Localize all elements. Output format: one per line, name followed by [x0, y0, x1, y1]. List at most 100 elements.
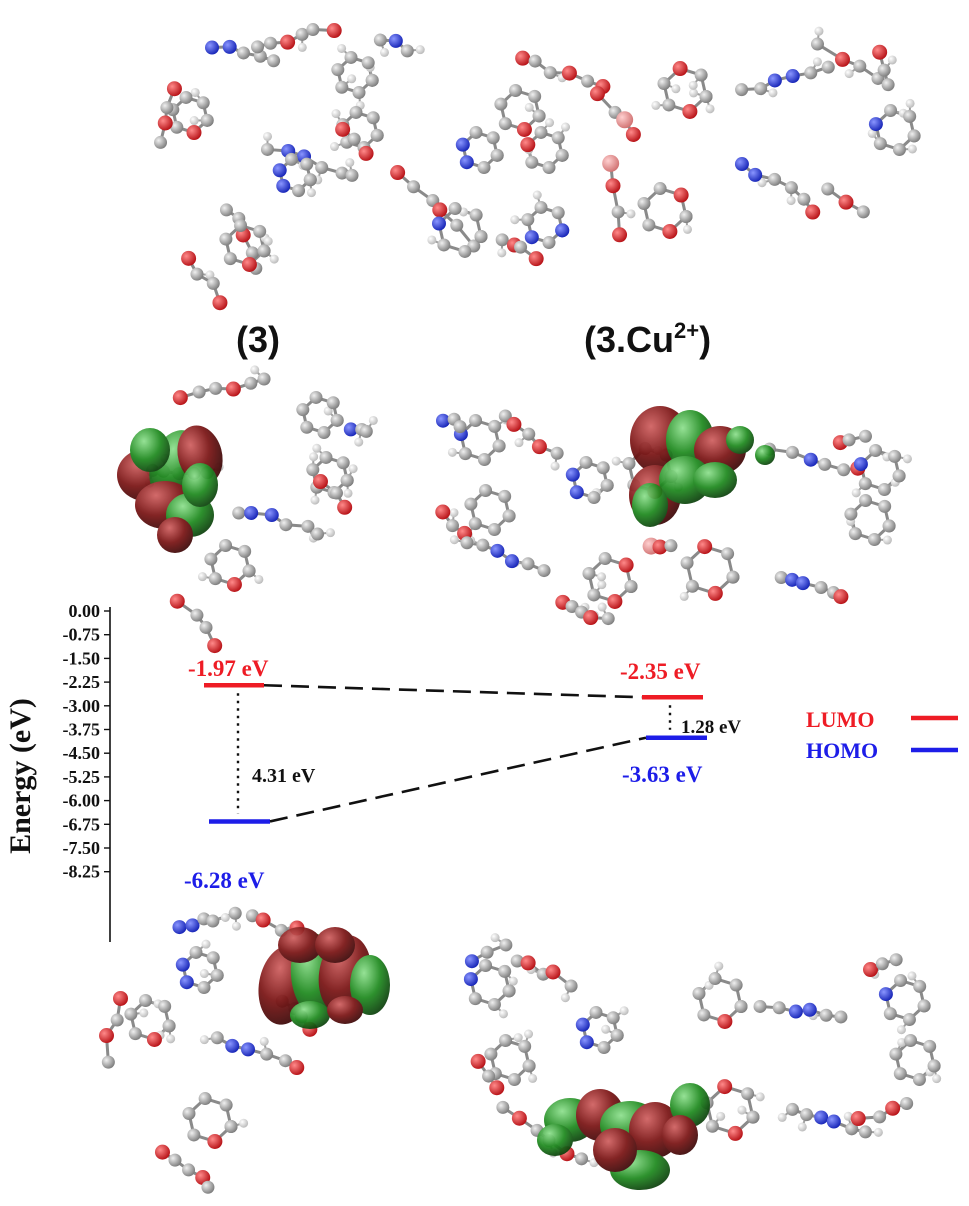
oxygen-atom [489, 1080, 505, 1096]
carbon-atom [856, 205, 870, 219]
oxygen-atom [833, 589, 849, 605]
carbon-atom [692, 986, 706, 1000]
hydrogen-atom [449, 535, 459, 545]
carbon-atom [458, 447, 472, 461]
carbon-atom [206, 914, 220, 928]
carbon-atom [400, 44, 414, 58]
carbon-atom [753, 999, 767, 1013]
carbon-atom [894, 973, 908, 987]
carbon-atom [228, 906, 242, 920]
oxygen-atom [531, 439, 547, 455]
orbital-lobe [278, 927, 322, 963]
carbon-atom [486, 131, 500, 145]
carbon-atom [253, 224, 267, 238]
carbon-atom [359, 424, 373, 438]
carbon-atom [199, 620, 213, 634]
carbon-atom [532, 109, 546, 123]
carbon-atom [251, 40, 265, 54]
carbon-atom [551, 206, 565, 220]
energy-axis: 0.00-0.75-1.50-2.25-3.00-3.75-4.50-5.25-… [4, 601, 111, 942]
carbon-atom [219, 203, 233, 217]
carbon-atom [873, 1110, 887, 1124]
hydrogen-atom [550, 461, 560, 471]
oxygen-atom [872, 44, 888, 60]
hydrogen-atom [716, 1111, 726, 1121]
hydrogen-atom [306, 188, 316, 198]
carbon-atom [821, 182, 835, 196]
carbon-atom [160, 101, 174, 115]
carbon-atom [208, 572, 222, 586]
carbon-atom [345, 168, 359, 182]
hydrogen-atom [379, 47, 389, 57]
carbon-atom [842, 433, 856, 447]
oxygen-atom [520, 955, 536, 971]
energy-axis-tick-label: -5.25 [63, 767, 101, 787]
hydrogen-atom [812, 57, 822, 67]
carbon-atom [464, 497, 478, 511]
carbon-atom [479, 483, 493, 497]
carbon-atom [200, 113, 214, 127]
nitrogen-atom [388, 33, 403, 48]
nitrogen-atom [555, 223, 570, 238]
hydrogen-atom [786, 196, 796, 206]
energy-axis-tick-label: -4.50 [63, 743, 101, 763]
oxygen-atom [358, 145, 374, 161]
carbon-atom [913, 979, 927, 993]
hydrogen-atom [851, 488, 861, 498]
oxygen-atom [717, 1013, 733, 1029]
carbon-atom [201, 1180, 215, 1194]
carbon-atom [477, 453, 491, 467]
carbon-atom [190, 608, 204, 622]
carbon-atom [458, 244, 472, 258]
oxygen-atom [207, 638, 223, 654]
nitrogen-atom [565, 467, 580, 482]
carbon-atom [490, 148, 504, 162]
hydrogen-atom [843, 1111, 853, 1121]
carbon-atom [657, 76, 671, 90]
carbon-atom [366, 111, 380, 125]
carbon-atom [179, 90, 193, 104]
carbon-atom [301, 519, 315, 533]
carbon-atom [522, 1059, 536, 1073]
oxygen-atom [241, 257, 257, 273]
nitrogen-atom [490, 543, 505, 558]
energy-axis-tick-label: -6.00 [63, 791, 101, 811]
carbon-atom [219, 1098, 233, 1112]
carbon-atom [192, 385, 206, 399]
hydrogen-atom [777, 1112, 787, 1122]
oxygen-atom [805, 204, 821, 220]
left-homo-value: -6.28 eV [184, 868, 265, 893]
carbon-atom [596, 461, 610, 475]
hydrogen-atom [844, 69, 854, 79]
right-gap-value: 1.28 eV [681, 717, 741, 738]
carbon-atom [534, 125, 548, 139]
hydrogen-atom [189, 116, 199, 126]
carbon-atom [336, 456, 350, 470]
legend-lumo-label: LUMO [806, 707, 874, 732]
legend-homo-label: HOMO [806, 738, 878, 763]
nitrogen-atom [463, 972, 478, 987]
orbital-lobe [157, 517, 193, 553]
nitrogen-atom [504, 554, 519, 569]
carbon-atom [797, 192, 811, 206]
oxygen-atom [625, 126, 641, 142]
nitrogen-atom [185, 918, 200, 933]
hydrogen-atom [263, 131, 273, 141]
carbon-atom [236, 46, 250, 60]
carbon-atom [284, 152, 298, 166]
oxygen-atom [516, 122, 532, 138]
oxygen-atom [834, 51, 850, 67]
carbon-atom [480, 945, 494, 959]
oxygen-atom [157, 115, 173, 131]
oxygen-atom [717, 1079, 733, 1095]
carbon-atom [162, 1019, 176, 1033]
carbon-atom [875, 957, 889, 971]
carbon-atom [729, 978, 743, 992]
carbon-atom [877, 483, 891, 497]
carbon-atom [365, 73, 379, 87]
hydrogen-atom [882, 535, 892, 545]
carbon-atom [581, 74, 595, 88]
hydrogen-atom [297, 42, 307, 52]
hydrogen-atom [254, 574, 264, 584]
carbon-atom [741, 1087, 755, 1101]
